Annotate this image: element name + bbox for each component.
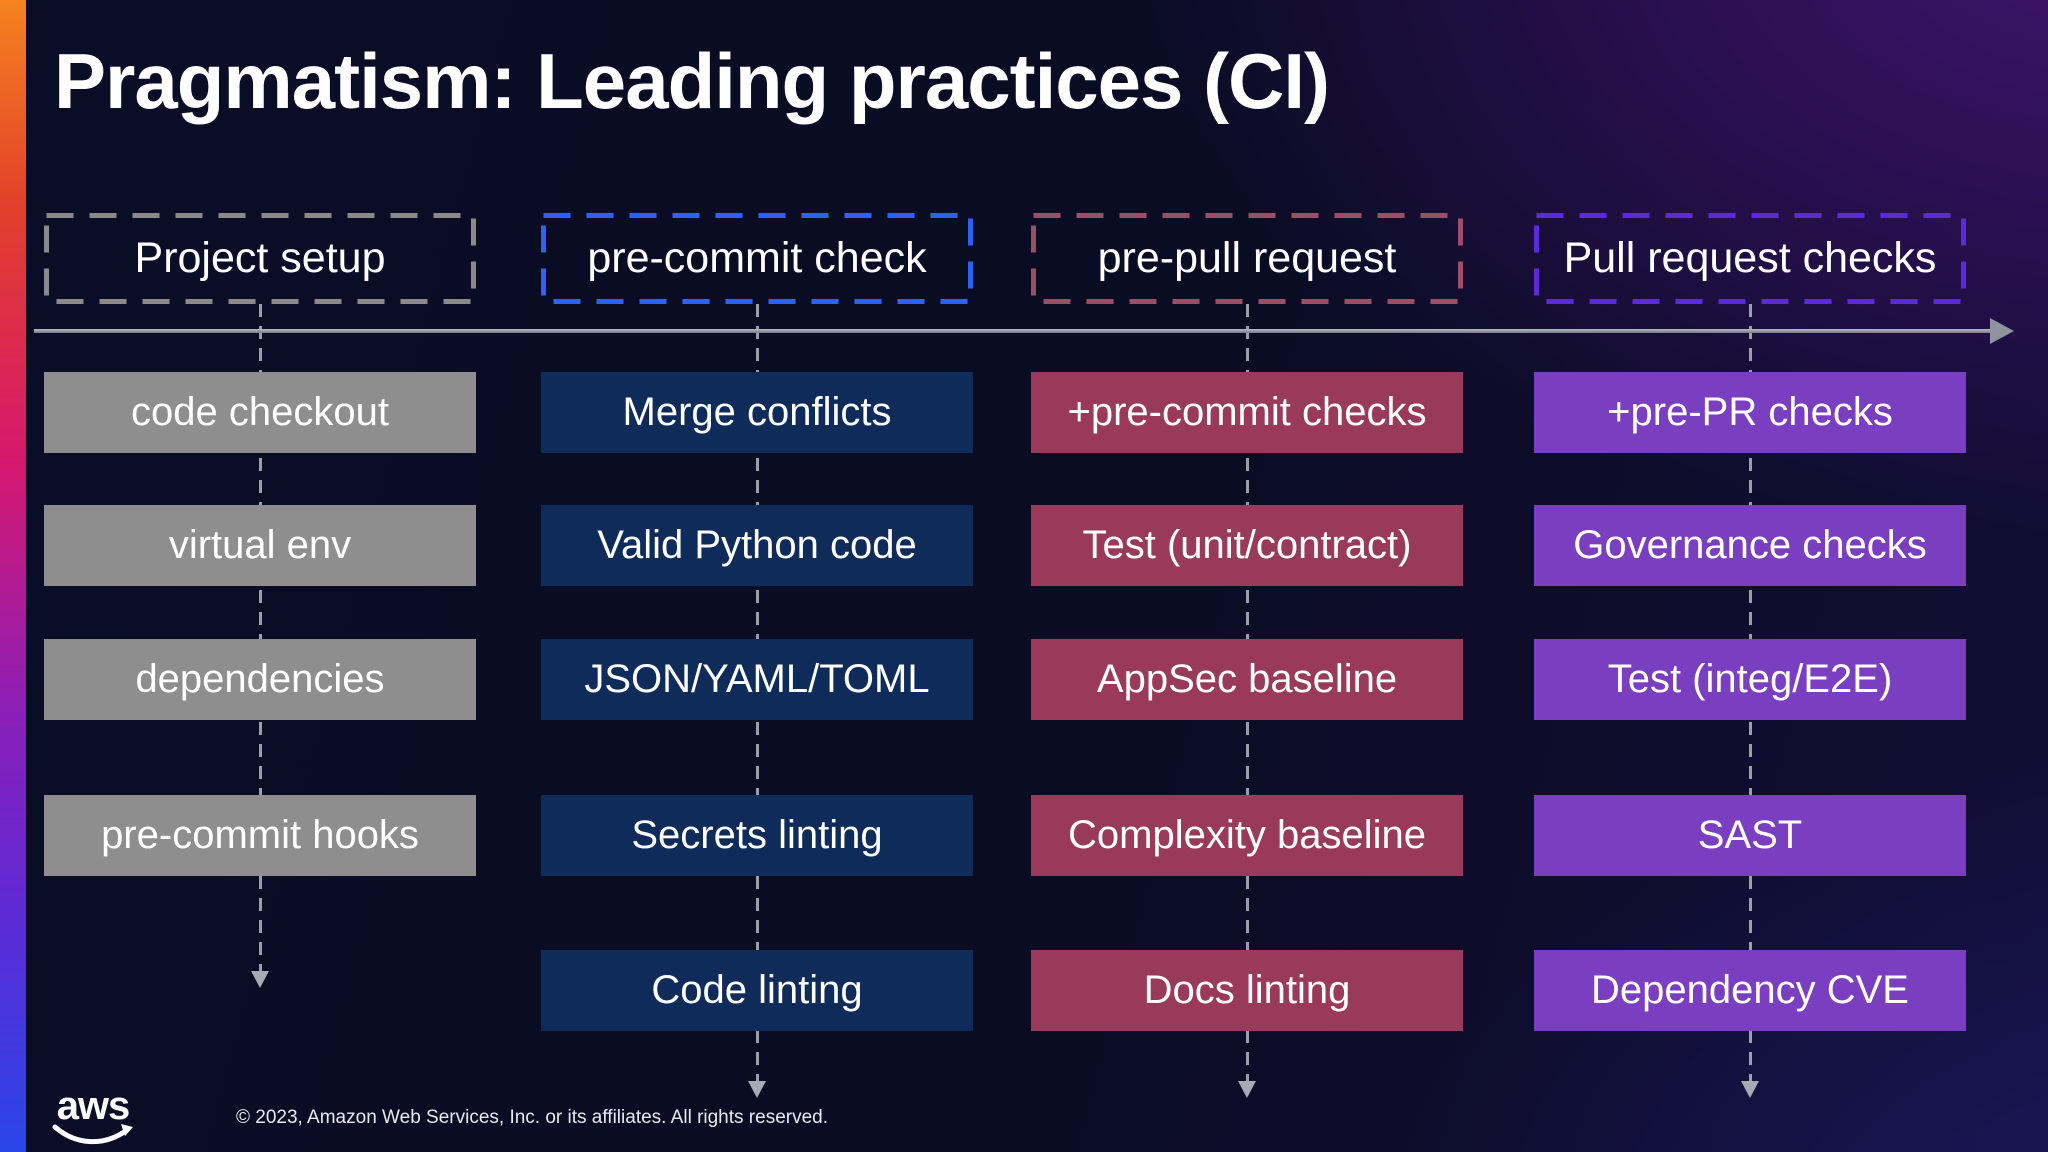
step-label: JSON/YAML/TOML — [584, 657, 930, 701]
step-box-dependencies: dependencies — [44, 639, 476, 720]
step-label: +pre-commit checks — [1067, 390, 1427, 434]
step-label: Valid Python code — [597, 523, 917, 567]
connector-arrowhead-icon — [251, 971, 269, 988]
copyright-text: © 2023, Amazon Web Services, Inc. or its… — [236, 1107, 829, 1128]
step-box-pre-commit-checks: +pre-commit checks — [1031, 372, 1463, 453]
step-box-sast: SAST — [1534, 795, 1966, 876]
aws-smile-icon — [52, 1124, 133, 1145]
stage-header-label: pre-pull request — [1097, 234, 1397, 282]
step-label: Test (integ/E2E) — [1607, 657, 1893, 701]
connector-arrowhead-icon — [1741, 1081, 1759, 1098]
page-title: Pragmatism: Leading practices (CI) — [54, 37, 1330, 125]
left-gradient-strip — [0, 0, 26, 1152]
step-label: virtual env — [168, 523, 352, 567]
step-box-appsec-baseline: AppSec baseline — [1031, 639, 1463, 720]
step-box-code-linting: Code linting — [541, 950, 973, 1031]
step-label: pre-commit hooks — [101, 813, 419, 857]
step-box-test-unit-contract: Test (unit/contract) — [1031, 505, 1463, 586]
step-box-governance-checks: Governance checks — [1534, 505, 1966, 586]
aws-logo-text: aws — [56, 1084, 131, 1128]
step-box-merge-conflicts: Merge conflicts — [541, 372, 973, 453]
step-label: Test (unit/contract) — [1082, 523, 1412, 567]
stage-header-pre-pull-request: pre-pull request — [1031, 213, 1463, 304]
step-box-complexity-baseline: Complexity baseline — [1031, 795, 1463, 876]
step-label: Merge conflicts — [622, 390, 892, 434]
aws-logo: aws — [50, 1084, 136, 1148]
stage-header-project-setup: Project setup — [44, 213, 476, 304]
timeline-arrowhead-icon — [1990, 318, 2014, 344]
step-label: Governance checks — [1573, 523, 1927, 567]
step-box-pre-commit-hooks: pre-commit hooks — [44, 795, 476, 876]
step-label: Docs linting — [1143, 968, 1351, 1012]
connector-arrowhead-icon — [748, 1081, 766, 1098]
stage-header-label: Project setup — [134, 234, 386, 282]
step-label: +pre-PR checks — [1607, 390, 1893, 434]
timeline-arrow — [34, 318, 2014, 344]
connector-arrowhead-icon — [1238, 1081, 1256, 1098]
step-box-test-integ-e2e: Test (integ/E2E) — [1534, 639, 1966, 720]
footer: aws © 2023, Amazon Web Services, Inc. or… — [50, 1084, 829, 1148]
step-label: code checkout — [131, 390, 389, 434]
step-label: Complexity baseline — [1068, 813, 1426, 857]
stage-header-pull-request-checks: Pull request checks — [1534, 213, 1966, 304]
step-box-docs-linting: Docs linting — [1031, 950, 1463, 1031]
step-box-secrets-linting: Secrets linting — [541, 795, 973, 876]
step-box-code-checkout: code checkout — [44, 372, 476, 453]
step-label: dependencies — [135, 657, 385, 701]
step-label: Secrets linting — [631, 813, 883, 857]
step-box-dependency-cve: Dependency CVE — [1534, 950, 1966, 1031]
step-box-valid-python-code: Valid Python code — [541, 505, 973, 586]
step-label: Dependency CVE — [1591, 968, 1909, 1012]
stage-header-label: Pull request checks — [1563, 234, 1937, 282]
step-box-virtual-env: virtual env — [44, 505, 476, 586]
step-label: SAST — [1697, 813, 1803, 857]
stage-header-label: pre-commit check — [587, 234, 927, 282]
connector-dashed-line-project-setup — [258, 304, 262, 971]
step-box-json-yaml-toml: JSON/YAML/TOML — [541, 639, 973, 720]
step-label: AppSec baseline — [1096, 657, 1398, 701]
step-box-pre-pr-checks: +pre-PR checks — [1534, 372, 1966, 453]
stage-header-pre-commit-check: pre-commit check — [541, 213, 973, 304]
step-label: Code linting — [651, 968, 863, 1012]
